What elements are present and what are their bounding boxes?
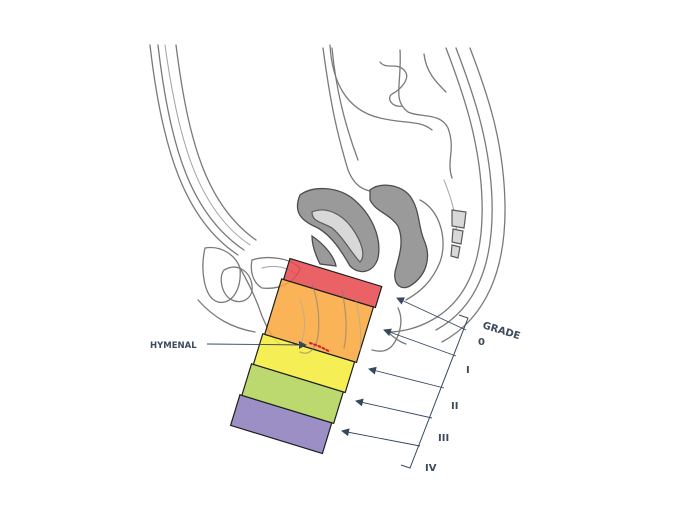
- hymenal-pointer: HYMENAL: [150, 340, 307, 351]
- grade-label-i: I: [466, 365, 470, 376]
- arrow-grade-i: [383, 328, 457, 357]
- grade-label-0: 0: [478, 337, 485, 348]
- hymenal-marker: [309, 342, 331, 353]
- grade-label-ii: II: [451, 401, 458, 412]
- grade-title: GRADE: [481, 320, 521, 342]
- arrow-grade-iii: [355, 398, 433, 419]
- grade-labels: GRADE 0 I II III IV: [425, 320, 522, 474]
- pelvic-anatomy-illustration: [149, 44, 506, 352]
- hymenal-label: HYMENAL: [150, 341, 197, 351]
- grade-bracket: [400, 314, 469, 469]
- grade-label-iii: III: [438, 433, 449, 444]
- rectum: [369, 184, 429, 289]
- grade-label-iv: IV: [425, 463, 437, 474]
- uterus: [296, 187, 380, 273]
- arrow-grade-0: [396, 297, 467, 331]
- arrow-grade-ii: [368, 366, 445, 389]
- vaginal-canal-overlay: [299, 283, 362, 354]
- zone-grade-0: [282, 257, 383, 309]
- grade-zones: [229, 257, 383, 455]
- arrow-grade-iv: [341, 428, 421, 447]
- grade-arrows: [341, 297, 467, 447]
